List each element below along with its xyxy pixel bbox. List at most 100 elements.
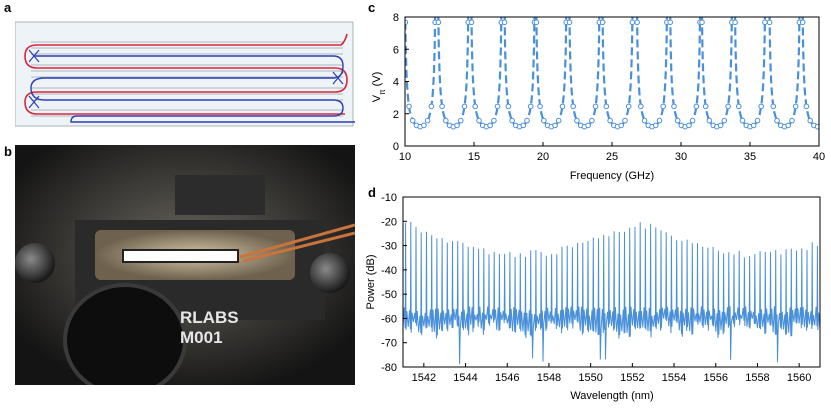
- chart-d-xtick-label: 1550: [578, 372, 602, 384]
- chart-c-data-point: [585, 122, 591, 129]
- chart-c-data-point: [717, 122, 724, 129]
- chart-c-data-point: [570, 103, 576, 110]
- chart-c-data-point: [702, 103, 709, 110]
- chart-c-data-point: [428, 103, 435, 110]
- chart-c-data-point: [421, 122, 427, 129]
- chart-c-data-point: [520, 122, 527, 129]
- chart-c-data-point: [524, 117, 530, 124]
- chart-c-data-point: [803, 103, 810, 110]
- chart-c-data-point: [472, 103, 478, 110]
- chart-c-xtick-label: 30: [675, 151, 687, 163]
- chart-d-ytick-label: -80: [381, 362, 397, 374]
- chart-c-data-point: [629, 19, 636, 26]
- chart-c-data-point: [789, 117, 795, 124]
- chart-d-xtick-label: 1558: [745, 372, 769, 384]
- chart-d-xtick-label: 1544: [453, 372, 477, 384]
- chart-d-ytick-label: -20: [381, 216, 397, 228]
- chart-c-data-point: [566, 19, 573, 26]
- chart-c-data-point: [406, 103, 412, 110]
- chart-c-data-point: [736, 103, 742, 110]
- chart-c-data-point: [762, 19, 768, 26]
- chart-c-xtick-label: 25: [606, 151, 618, 163]
- chart-c-data-point: [424, 117, 431, 124]
- chart-d: 1542 1544 1546 1548 1550 1552 1554 1556 1558 1560…: [360, 185, 831, 403]
- chart-c-data-point: [439, 103, 445, 110]
- chart-d-xtick-label: 1556: [704, 372, 728, 384]
- chip-slot: [122, 249, 239, 263]
- chart-c-xtick-label: 20: [537, 151, 549, 163]
- photo-text-m001: M001: [180, 328, 223, 347]
- chart-c-data-point: [739, 117, 746, 124]
- chart-c-data-point: [461, 103, 468, 110]
- chart-c-data-point: [533, 19, 540, 26]
- chart-c-xtick-label: 35: [744, 151, 756, 163]
- chart-c-data-point: [435, 19, 442, 26]
- chart-c-data-point: [656, 117, 663, 124]
- chart-c-data-point: [552, 122, 558, 129]
- chart-c-data-point: [660, 103, 667, 110]
- chart-c-data-point: [652, 122, 659, 129]
- chart-c-data-point: [689, 117, 696, 124]
- chart-c-data-point: [501, 19, 508, 26]
- panel-label-d: d: [368, 185, 376, 200]
- chart-c-data-point: [494, 103, 501, 110]
- chart-c-data-point: [509, 117, 515, 124]
- chart-c-data-point: [603, 103, 610, 110]
- device-layout-diagram: [14, 20, 355, 128]
- chart-c-data-point: [555, 117, 562, 124]
- chart-c-data-point: [671, 103, 677, 110]
- chart-c-data-point: [491, 117, 497, 124]
- chart-d-plot: [403, 221, 820, 365]
- chart-c-data-point: [807, 117, 814, 124]
- chart-c-data-point: [618, 122, 625, 129]
- chart-c-xtick-label: 40: [813, 151, 825, 163]
- chart-c-data-point: [799, 19, 806, 26]
- chart-c-data-point: [607, 117, 613, 124]
- chart-d-ytick-label: -40: [381, 265, 397, 277]
- panel-label-b: b: [4, 144, 12, 159]
- chart-c-data-point: [814, 123, 819, 130]
- chart-c-data-point: [541, 117, 547, 124]
- chart-c-ylabel: Vπ(V): [371, 72, 387, 103]
- red-waveguide-path: [24, 33, 348, 115]
- device-layout-svg: [14, 21, 355, 127]
- screw-right: [310, 253, 350, 293]
- chart-c-xtick-label: 15: [468, 151, 480, 163]
- chart-d-xtick-label: 1542: [412, 372, 436, 384]
- chart-c-data-point: [589, 117, 595, 124]
- chart-c-data-point: [758, 103, 765, 110]
- chart-c-data-point: [592, 103, 599, 110]
- chart-d-series-line: [403, 221, 820, 365]
- chart-c-data-point: [674, 117, 681, 124]
- chart-d-ylabel: Power (dB): [365, 254, 377, 309]
- chart-d-xtick-label: 1560: [787, 372, 811, 384]
- chart-c-data-point: [625, 103, 632, 110]
- chart-c-data-point: [774, 117, 780, 124]
- chart-d-ytick-label: -70: [381, 338, 397, 350]
- chart-c-ytick-label: 6: [393, 44, 399, 56]
- chart-d-xtick-label: 1554: [662, 372, 686, 384]
- chart-c-data-point: [505, 103, 512, 110]
- chart-c-data-point: [766, 19, 773, 26]
- chart-d-xtick-label: 1552: [620, 372, 644, 384]
- chart-c-data-point: [468, 19, 475, 26]
- chart-d-xtick-label: 1546: [495, 372, 519, 384]
- chart-c-data-point: [574, 117, 580, 124]
- chart-c-data-point: [732, 19, 738, 26]
- probe-holder: [175, 175, 265, 215]
- chart-c-data-point: [750, 122, 757, 129]
- chart-c-data-point: [754, 117, 761, 124]
- blue-waveguide-path: [30, 55, 355, 123]
- device-photo: RLABS M001: [15, 145, 355, 385]
- chart-c-data-point: [667, 19, 674, 26]
- chart-c-data-point: [476, 117, 482, 124]
- chart-d-xtick-label: 1548: [537, 372, 561, 384]
- chart-d-ytick-label: -50: [381, 289, 397, 301]
- probe-wires: [239, 223, 355, 263]
- chart-c-data-point: [686, 122, 692, 129]
- chart-d-svg: 1542 1544 1546 1548 1550 1552 1554 1556 1558 1560…: [365, 192, 821, 402]
- chart-c-data-point: [770, 103, 777, 110]
- chart-c-data-point: [634, 19, 640, 26]
- chart-c-data-point: [537, 103, 543, 110]
